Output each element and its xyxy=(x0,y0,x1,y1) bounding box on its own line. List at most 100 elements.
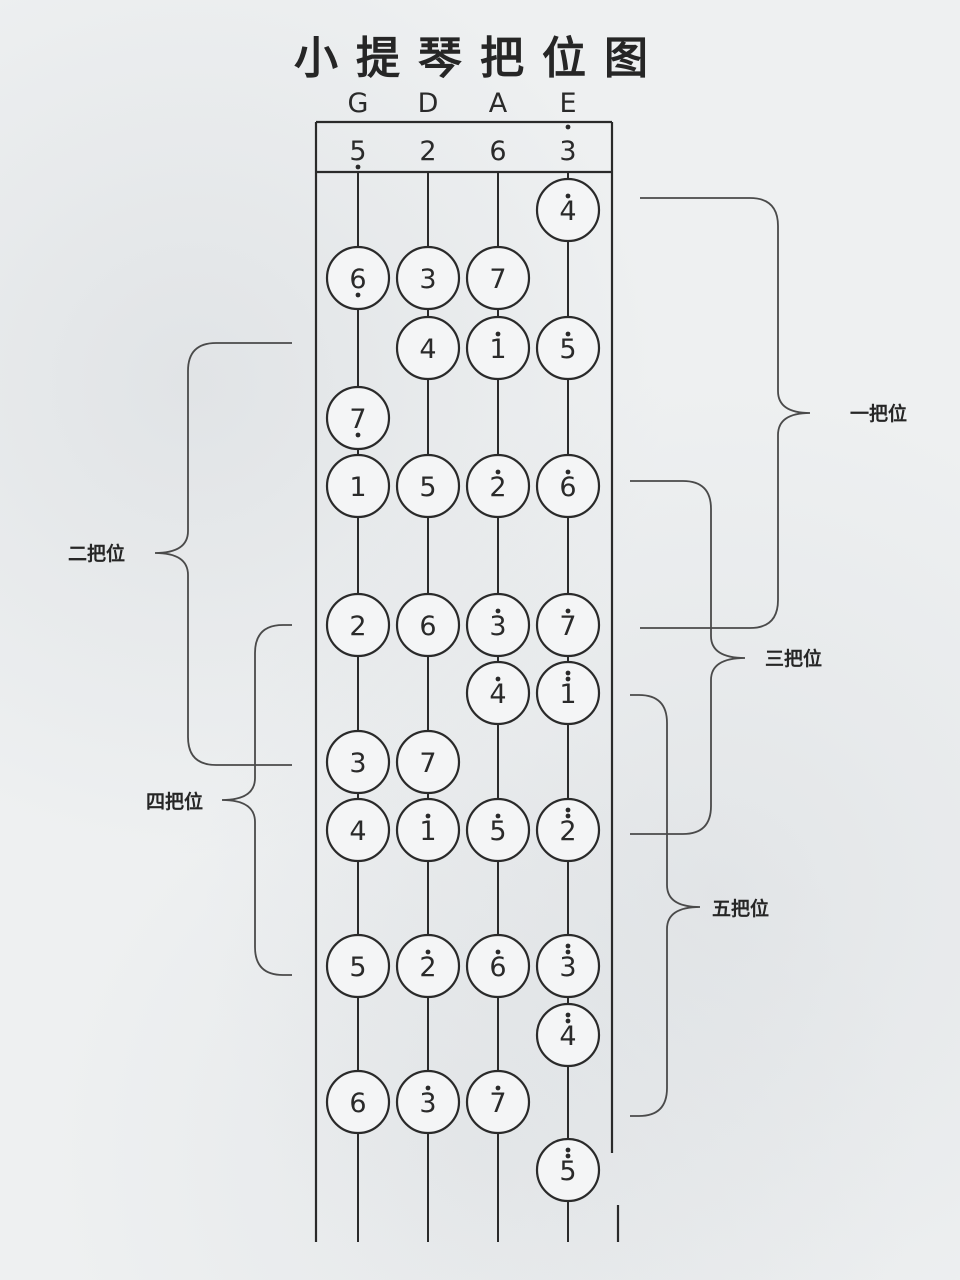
note-circle xyxy=(395,453,461,519)
octave-up-dot xyxy=(565,813,571,819)
note-circle xyxy=(535,177,601,243)
octave-up-dot xyxy=(495,813,501,819)
note-g-7: 7 xyxy=(325,385,391,451)
note-g-5: 5 xyxy=(325,933,391,999)
note-digit: 1 xyxy=(349,472,366,503)
string-label-d: D xyxy=(418,88,439,119)
page-title: 小提琴把位图 xyxy=(294,33,666,84)
curly-brace xyxy=(640,197,811,629)
note-d-3: 3 xyxy=(395,245,461,311)
octave-up-dot xyxy=(425,949,431,955)
note-digit: 5 xyxy=(559,334,576,365)
position-bracket-一把位: 一把位 xyxy=(640,197,907,629)
note-digit: 4 xyxy=(559,1021,576,1052)
note-circle xyxy=(325,245,391,311)
note-circle xyxy=(395,797,461,863)
string-label-e: E xyxy=(559,88,576,119)
note-a-2: 2 xyxy=(465,453,531,519)
octave-up-dot xyxy=(495,469,501,475)
octave-up-dot xyxy=(565,193,571,199)
note-circle xyxy=(465,315,531,381)
note-circle xyxy=(395,729,461,795)
octave-up-dot xyxy=(425,1085,431,1091)
note-e-4: 4 xyxy=(535,177,601,243)
note-digit: 4 xyxy=(489,679,506,710)
octave-up-dot xyxy=(565,670,571,676)
note-circle xyxy=(465,1069,531,1135)
position-label: 二把位 xyxy=(68,542,125,565)
note-circle xyxy=(325,1069,391,1135)
note-d-5: 5 xyxy=(395,453,461,519)
note-d-4: 4 xyxy=(395,315,461,381)
note-digit: 3 xyxy=(559,952,576,983)
position-label: 一把位 xyxy=(850,402,907,425)
octave-up-dot xyxy=(565,331,571,337)
octave-up-dot xyxy=(425,813,431,819)
note-e-5: 5 xyxy=(535,1137,601,1203)
note-d-6: 6 xyxy=(395,592,461,658)
note-digit: 4 xyxy=(349,816,366,847)
octave-down-dot xyxy=(355,164,361,170)
note-digit: 7 xyxy=(489,1088,506,1119)
note-circle xyxy=(395,315,461,381)
note-digit: 1 xyxy=(419,816,436,847)
octave-down-dot xyxy=(355,432,361,438)
octave-up-dot xyxy=(565,1153,571,1159)
note-e-1: 1 xyxy=(535,660,601,726)
note-a-3: 3 xyxy=(465,592,531,658)
note-a-1: 1 xyxy=(465,315,531,381)
note-digit: 6 xyxy=(419,611,436,642)
note-circle xyxy=(535,660,601,726)
note-d-3: 3 xyxy=(395,1069,461,1135)
note-digit: 5 xyxy=(419,472,436,503)
string-label-a: A xyxy=(489,88,508,119)
note-digit: 6 xyxy=(349,1088,366,1119)
octave-up-dot xyxy=(565,1147,571,1153)
position-bracket-二把位: 二把位 xyxy=(68,342,292,766)
note-digit: 2 xyxy=(489,472,506,503)
note-digit: 7 xyxy=(489,264,506,295)
note-a-4: 4 xyxy=(465,660,531,726)
note-circle xyxy=(325,729,391,795)
note-circle xyxy=(465,660,531,726)
note-circle xyxy=(325,385,391,451)
note-digit: 6 xyxy=(559,472,576,503)
note-digit: 2 xyxy=(559,816,576,847)
octave-up-dot xyxy=(565,469,571,475)
position-bracket-五把位: 五把位 xyxy=(630,694,769,1117)
open-note-digit: 5 xyxy=(349,136,366,167)
note-g-3: 3 xyxy=(325,729,391,795)
octave-up-dot xyxy=(565,943,571,949)
note-d-2: 2 xyxy=(395,933,461,999)
note-circle xyxy=(535,453,601,519)
open-note-e: 3 xyxy=(559,124,577,167)
fingerboard xyxy=(314,122,620,1242)
note-digit: 2 xyxy=(349,611,366,642)
note-circle xyxy=(535,797,601,863)
note-digit: 3 xyxy=(349,748,366,779)
note-circle xyxy=(395,933,461,999)
curly-brace xyxy=(154,342,292,766)
note-circle xyxy=(465,245,531,311)
note-digit: 7 xyxy=(559,611,576,642)
position-bracket-三把位: 三把位 xyxy=(630,480,822,835)
note-a-7: 7 xyxy=(465,1069,531,1135)
note-circle xyxy=(395,592,461,658)
curly-brace xyxy=(630,694,701,1117)
note-circle xyxy=(325,797,391,863)
note-g-6: 6 xyxy=(325,245,391,311)
note-e-3: 3 xyxy=(535,933,601,999)
note-a-7: 7 xyxy=(465,245,531,311)
note-digit: 7 xyxy=(419,748,436,779)
note-circle xyxy=(465,592,531,658)
note-circle xyxy=(395,1069,461,1135)
note-digit: 3 xyxy=(489,611,506,642)
open-note-a: 6 xyxy=(489,136,506,167)
note-digit: 5 xyxy=(349,952,366,983)
open-note-g: 5 xyxy=(349,136,367,170)
position-label: 四把位 xyxy=(146,790,203,813)
position-bracket-四把位: 四把位 xyxy=(146,624,292,976)
octave-up-dot xyxy=(495,1085,501,1091)
